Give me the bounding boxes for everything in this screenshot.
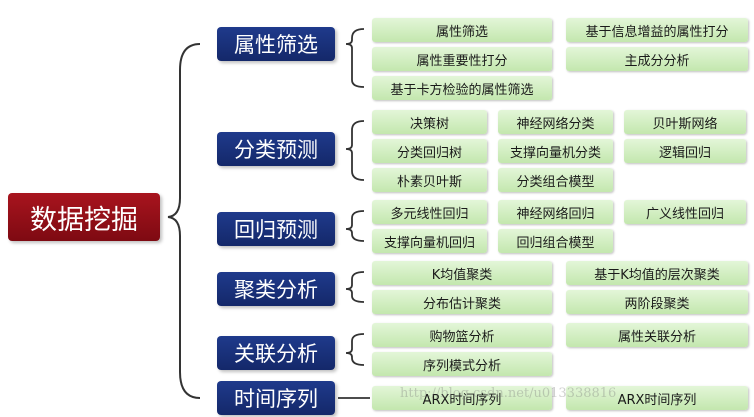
leaf-node: 神经网络分类 <box>498 110 613 134</box>
watermark: http://blog.csdn.net/u013338816 <box>400 386 617 401</box>
leaf-node: 两阶段聚类 <box>566 290 748 314</box>
category-classification: 分类预测 <box>217 132 335 166</box>
category-attribute-selection: 属性筛选 <box>217 27 335 61</box>
leaf-node: 分类组合模型 <box>498 168 613 192</box>
category-clustering: 聚类分析 <box>217 272 335 306</box>
leaf-node: 属性重要性打分 <box>372 47 552 71</box>
leaf-node: 回归组合模型 <box>498 229 613 253</box>
leaf-node: 多元线性回归 <box>372 200 487 224</box>
leaf-node: 逻辑回归 <box>624 139 746 163</box>
root-node: 数据挖掘 <box>8 193 160 241</box>
leaf-node: 支撑向量机回归 <box>372 229 487 253</box>
leaf-node: 基于卡方检验的属性筛选 <box>372 76 552 100</box>
leaf-node: 基于信息增益的属性打分 <box>566 18 748 42</box>
leaf-node: 属性筛选 <box>372 18 552 42</box>
leaf-node: 支撑向量机分类 <box>498 139 613 163</box>
category-regression: 回归预测 <box>217 212 335 246</box>
leaf-node: 属性关联分析 <box>566 323 748 347</box>
leaf-node: 分布估计聚类 <box>372 290 552 314</box>
leaf-node: K均值聚类 <box>372 261 552 285</box>
category-time-series: 时间序列 <box>217 381 335 415</box>
leaf-node: 神经网络回归 <box>498 200 613 224</box>
leaf-node: ARX时间序列 <box>566 386 748 410</box>
leaf-node: 朴素贝叶斯 <box>372 168 487 192</box>
leaf-node: 决策树 <box>372 110 487 134</box>
leaf-node: 基于K均值的层次聚类 <box>566 261 748 285</box>
leaf-node: 购物篮分析 <box>372 323 552 347</box>
leaf-node: ARX时间序列 <box>372 386 552 410</box>
leaf-node: 贝叶斯网络 <box>624 110 746 134</box>
leaf-node: 广义线性回归 <box>624 200 746 224</box>
leaf-node: 分类回归树 <box>372 139 487 163</box>
leaf-node: 序列模式分析 <box>372 352 552 376</box>
leaf-node: 主成分分析 <box>566 47 748 71</box>
category-association: 关联分析 <box>217 336 335 370</box>
